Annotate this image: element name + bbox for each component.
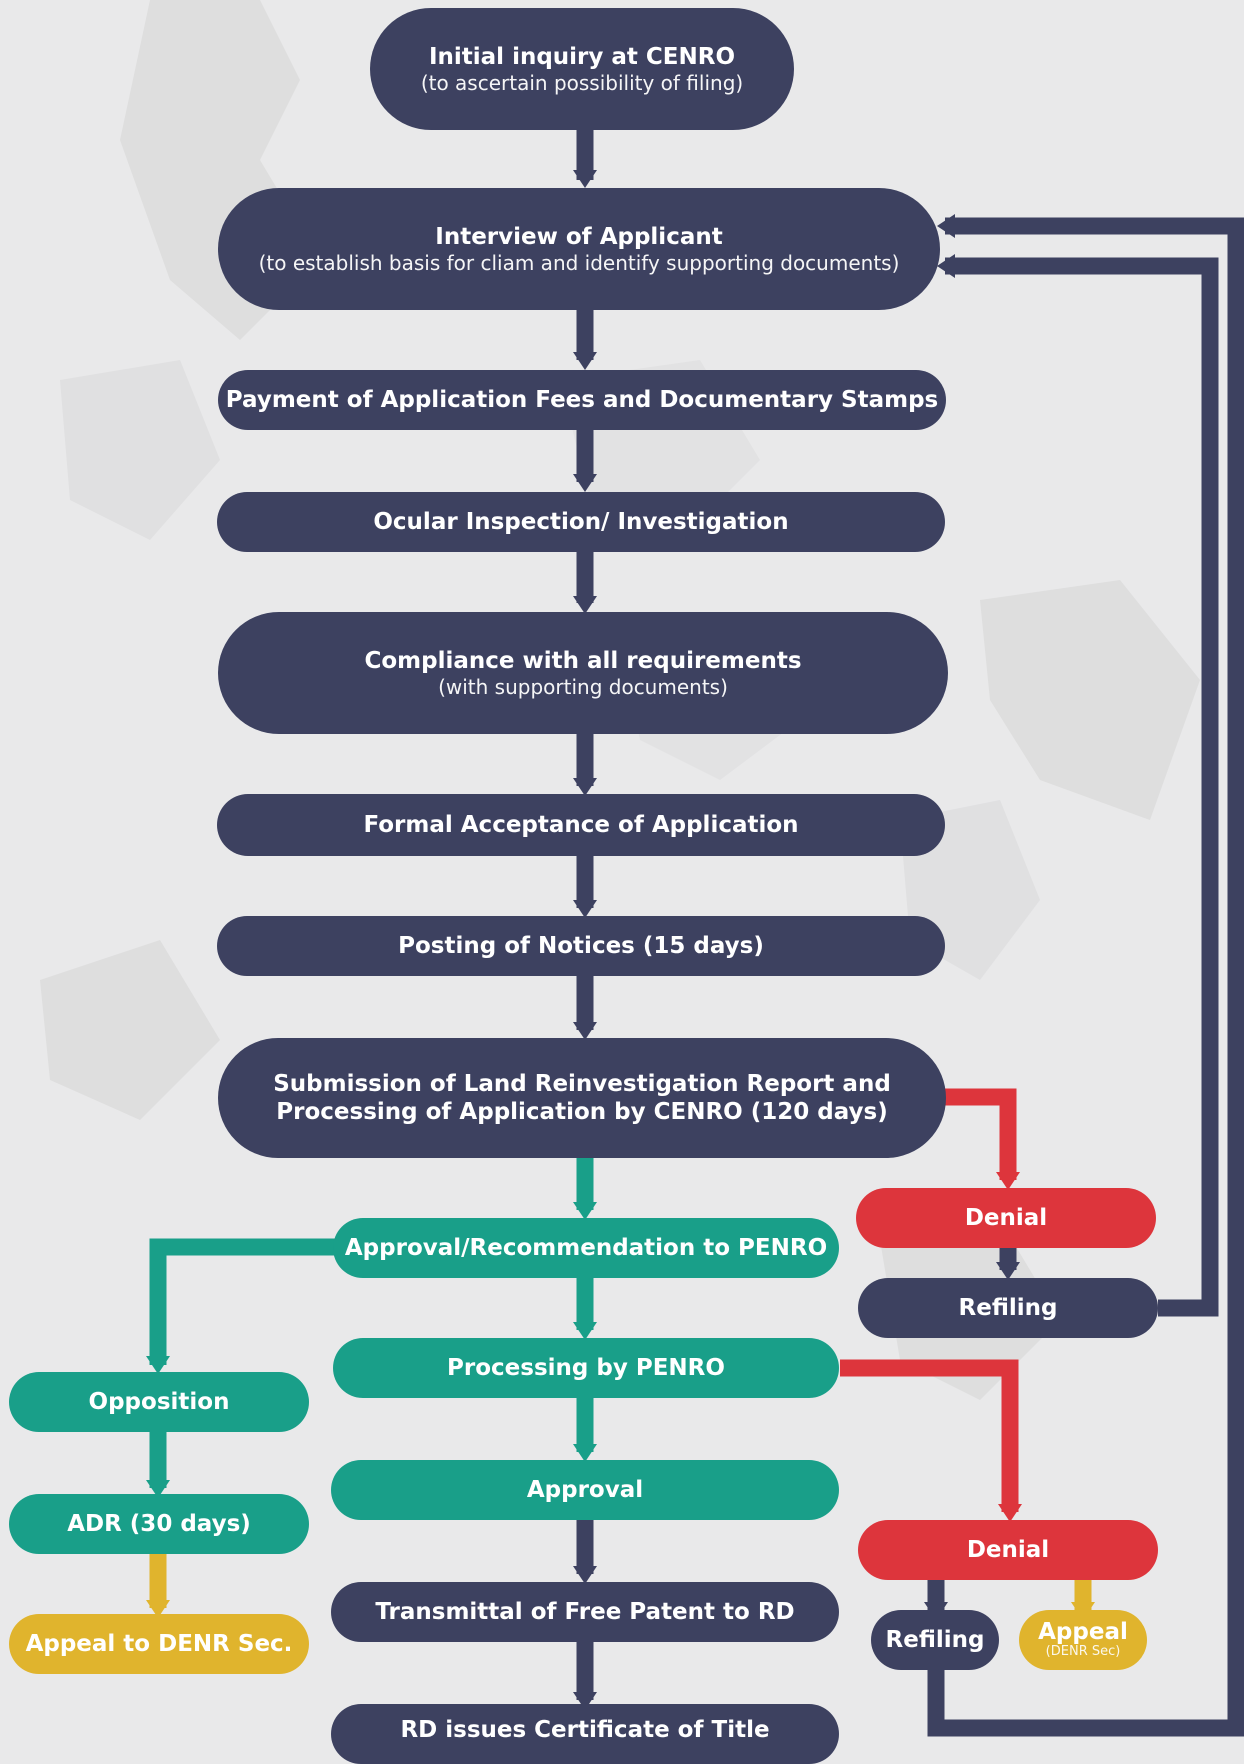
step-title: Transmittal of Free Patent to RD [375,1598,795,1625]
step-opposition: Opposition [9,1372,309,1432]
step-title: Refiling [958,1294,1058,1321]
step-initial-inquiry: Initial inquiry at CENRO (to ascertain p… [370,8,794,130]
step-title: RD issues Certificate of Title [400,1716,770,1743]
step-title: Appeal [1038,1619,1128,1645]
step-transmittal: Transmittal of Free Patent to RD [331,1582,839,1642]
step-title-line1: Submission of Land Reinvestigation Repor… [273,1070,891,1097]
step-approval: Approval [331,1460,839,1520]
step-title-line2: Processing of Application by CENRO (120 … [276,1099,888,1125]
step-payment: Payment of Application Fees and Document… [218,370,946,430]
step-title: ADR (30 days) [67,1510,251,1537]
step-adr: ADR (30 days) [9,1494,309,1554]
step-title: Formal Acceptance of Application [363,811,799,838]
step-title: Compliance with all requirements [364,647,802,674]
step-approval-recommendation: Approval/Recommendation to PENRO [333,1218,839,1278]
connector-approvalrec-opposition [149,1238,335,1365]
loop-refiling2-interview [927,217,1244,1737]
step-title: Posting of Notices (15 days) [398,932,764,959]
step-processing-penro: Processing by PENRO [333,1338,839,1398]
step-title: Processing by PENRO [447,1354,725,1381]
step-title: Refiling [885,1626,985,1653]
step-ocular: Ocular Inspection/ Investigation [217,492,945,552]
step-submission: Submission of Land Reinvestigation Repor… [218,1038,946,1158]
step-title: Interview of Applicant [435,223,723,250]
connector-submission-denial [945,1088,1017,1180]
loop-refiling1-interview [945,257,1219,1317]
step-title: Initial inquiry at CENRO [428,43,736,70]
step-title: Opposition [88,1388,230,1415]
step-subtitle: (to ascertain possibility of filing) [420,70,744,95]
step-denial-1: Denial [856,1188,1156,1248]
step-rd-issues: RD issues Certificate of Title [331,1704,839,1764]
step-title: Payment of Application Fees and Document… [225,386,939,413]
step-title: Ocular Inspection/ Investigation [373,508,789,535]
step-compliance: Compliance with all requirements (with s… [218,612,948,734]
step-appeal-small: Appeal (DENR Sec) [1019,1610,1147,1670]
step-refiling-2: Refiling [871,1610,999,1670]
step-title: Denial [964,1204,1048,1231]
step-subtitle: (DENR Sec) [1045,1644,1121,1660]
connector-processing-denial [840,1359,1019,1512]
step-interview: Interview of Applicant (to establish bas… [218,188,940,310]
step-title: Appeal to DENR Sec. [25,1630,293,1657]
step-subtitle: (to establish basis for cliam and identi… [258,250,900,275]
step-title: Approval [526,1476,644,1503]
step-denial-2: Denial [858,1520,1158,1580]
step-title: Denial [966,1536,1050,1563]
step-title: Approval/Recommendation to PENRO [344,1234,828,1261]
step-appeal-denr: Appeal to DENR Sec. [9,1614,309,1674]
step-formal-acceptance: Formal Acceptance of Application [217,794,945,856]
step-subtitle: (with supporting documents) [438,674,728,699]
step-posting: Posting of Notices (15 days) [217,916,945,976]
step-refiling-1: Refiling [858,1278,1158,1338]
